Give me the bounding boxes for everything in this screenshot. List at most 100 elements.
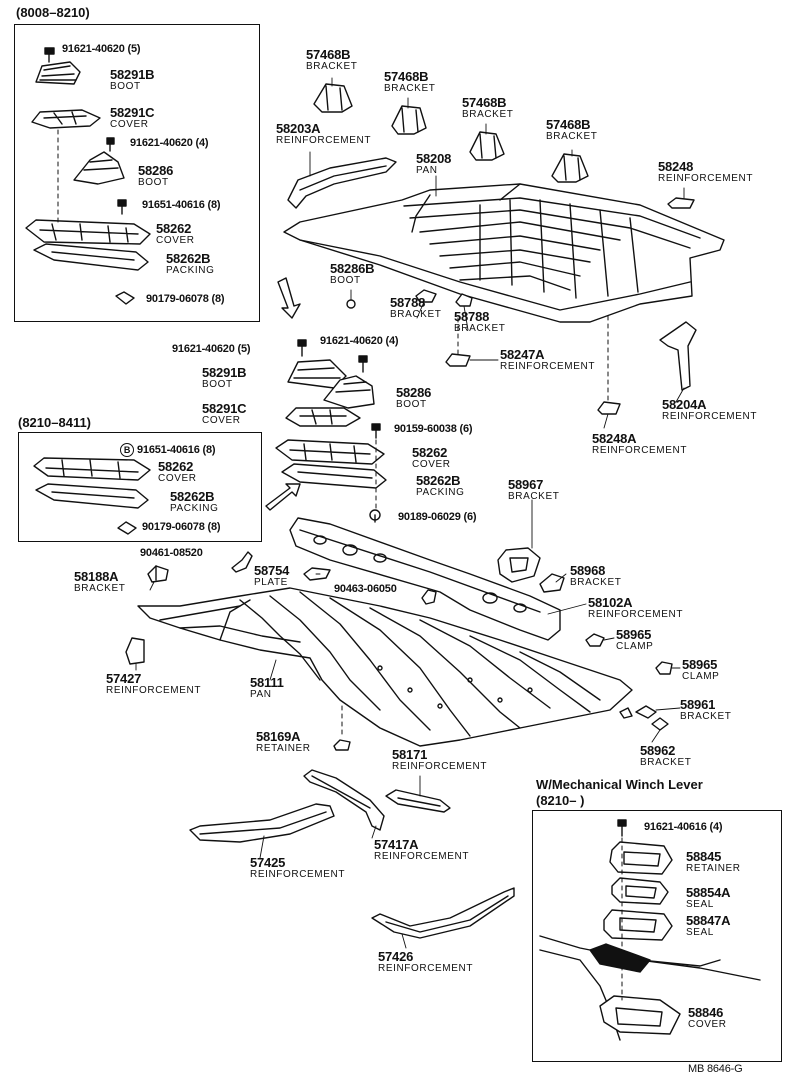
part-name: RETAINER: [686, 863, 741, 874]
part-number: 58967: [508, 477, 544, 492]
bracket-58961: [619, 705, 657, 719]
part-number: 58286B: [330, 261, 375, 276]
part-name: COVER: [110, 119, 149, 130]
part-name: REINFORCEMENT: [392, 761, 488, 772]
part-name: BOOT: [110, 81, 141, 92]
part-number: 58262B: [170, 489, 215, 504]
part-number: 58754: [254, 563, 290, 578]
bracket-57468b-3: [469, 131, 505, 161]
part-name: COVER: [688, 1019, 727, 1030]
part-number: 58169A: [256, 729, 301, 744]
part-number: 58291B: [110, 67, 155, 82]
reinforcement-58171: [385, 789, 451, 813]
part-name: PACKING: [416, 487, 465, 498]
part-number: 58286: [396, 385, 432, 400]
reinforcement-57427: [125, 637, 145, 665]
fastener-label: 91621-40616 (4): [644, 821, 723, 833]
part-name: REINFORCEMENT: [374, 851, 470, 862]
floor-pan-58111: [137, 587, 633, 747]
fastener-label: 90159-60038 (6): [394, 423, 473, 435]
part-name: PAN: [416, 165, 438, 176]
part-name: COVER: [158, 473, 197, 484]
part-number: 58965: [682, 657, 718, 672]
fastener-label: 90463-06050: [334, 583, 397, 595]
part-number: 57426: [378, 949, 414, 964]
mid-parts: [275, 339, 387, 523]
fastener-label: 90461-08520: [140, 547, 203, 559]
bracket-58788-1: [415, 289, 437, 303]
part-number: 58248: [658, 159, 694, 174]
rear-floor-pan-58208: [283, 183, 725, 323]
arrow-down-icon: [277, 277, 301, 319]
part-number: 58208: [416, 151, 452, 166]
reinforcement-58203a: [287, 157, 397, 209]
bracket-58968: [539, 573, 565, 593]
part-number: 58291C: [202, 401, 247, 416]
winch-title-header: W/Mechanical Winch Lever: [536, 777, 703, 792]
part-name: BRACKET: [640, 757, 692, 768]
reinforcement-58248a: [597, 401, 621, 415]
diagram-code: MB 8646-G: [688, 1063, 743, 1075]
clip-icon: [369, 509, 381, 523]
part-name: BRACKET: [384, 83, 436, 94]
part-name: PAN: [250, 689, 272, 700]
fastener-label: 90179-06078 (8): [142, 521, 221, 533]
bracket-57468b-4: [551, 153, 589, 183]
bracket-90463: [421, 589, 437, 605]
bolt-icon: [117, 199, 127, 215]
part-number: 58846: [688, 1005, 724, 1020]
clip-icon: [117, 521, 137, 535]
bracket-58188a: [147, 565, 169, 583]
reinforcement-58248: [667, 197, 695, 209]
part-number: 57468B: [384, 69, 429, 84]
part-name: BRACKET: [570, 577, 622, 588]
part-number: 58262B: [166, 251, 211, 266]
part-number: 58847A: [686, 913, 731, 928]
part-number: 58961: [680, 697, 716, 712]
packing-58262b-shape: [35, 483, 149, 509]
part-name: BRACKET: [680, 711, 732, 722]
part-number: 58203A: [276, 121, 321, 136]
box1-parts: [25, 47, 151, 305]
part-number: 57468B: [546, 117, 591, 132]
fastener-label: 90189-06029 (6): [398, 511, 477, 523]
part-number: 57468B: [462, 95, 507, 110]
part-number: 58247A: [500, 347, 545, 362]
inset-box-8210-8411: [18, 432, 262, 542]
part-name: COVER: [202, 415, 241, 426]
bracket-58788-2: [455, 293, 473, 307]
box1-range-header: (8008–8210): [16, 5, 90, 20]
part-name: REINFORCEMENT: [276, 135, 372, 146]
clamp-58965-1: [585, 633, 605, 647]
part-name: PACKING: [166, 265, 215, 276]
part-name: REINFORCEMENT: [662, 411, 758, 422]
